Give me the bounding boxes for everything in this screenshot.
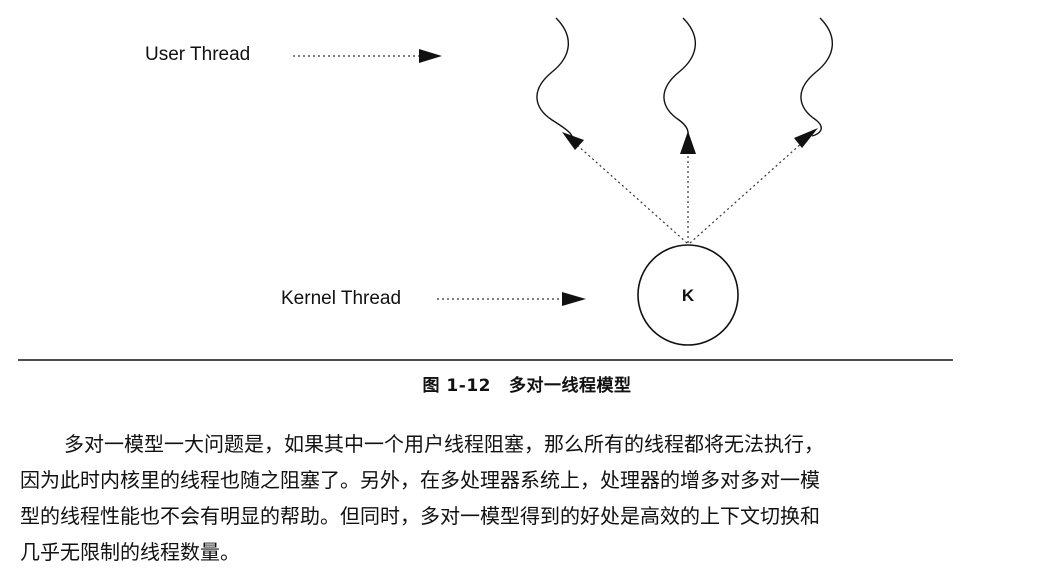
user-thread-pointer-arrowhead — [419, 49, 442, 63]
user-thread-label: User Thread — [145, 44, 250, 65]
paragraph-line: 多对一模型一大问题是，如果其中一个用户线程阻塞，那么所有的线程都将无法执行， — [64, 432, 824, 456]
kernel-to-user-arrowhead-middle — [680, 131, 696, 154]
user-thread-wave-middle — [663, 17, 697, 137]
user-thread-wave-left — [536, 17, 573, 138]
kernel-node-label: K — [682, 286, 695, 305]
paragraph-line: 几乎无限制的线程数量。 — [20, 540, 240, 564]
user-thread-wave-right — [800, 17, 834, 137]
many-to-one-thread-diagram: User Thread Kernel Thread K — [18, 17, 953, 361]
kernel-to-user-arrow-right — [689, 133, 813, 244]
kernel-to-user-arrow-left — [567, 136, 688, 244]
paragraph-line: 因为此时内核里的线程也随之阻塞了。另外，在多处理器系统上，处理器的增多对多对一模 — [20, 468, 820, 492]
kernel-to-user-arrowhead-left — [562, 132, 584, 150]
figure-caption: 图 1-12 多对一线程模型 — [0, 371, 1054, 396]
kernel-thread-label: Kernel Thread — [281, 288, 401, 309]
kernel-thread-node — [637, 244, 739, 346]
figure-number: 图 1-12 — [422, 376, 491, 396]
body-paragraph: 多对一模型一大问题是，如果其中一个用户线程阻塞，那么所有的线程都将无法执行， 因… — [20, 426, 960, 570]
figure-title: 多对一线程模型 — [508, 376, 632, 396]
kernel-thread-pointer-arrowhead — [562, 292, 586, 306]
paragraph-line: 型的线程性能也不会有明显的帮助。但同时，多对一模型得到的好处是高效的上下文切换和 — [20, 504, 820, 528]
kernel-to-user-arrowhead-right — [794, 128, 818, 148]
